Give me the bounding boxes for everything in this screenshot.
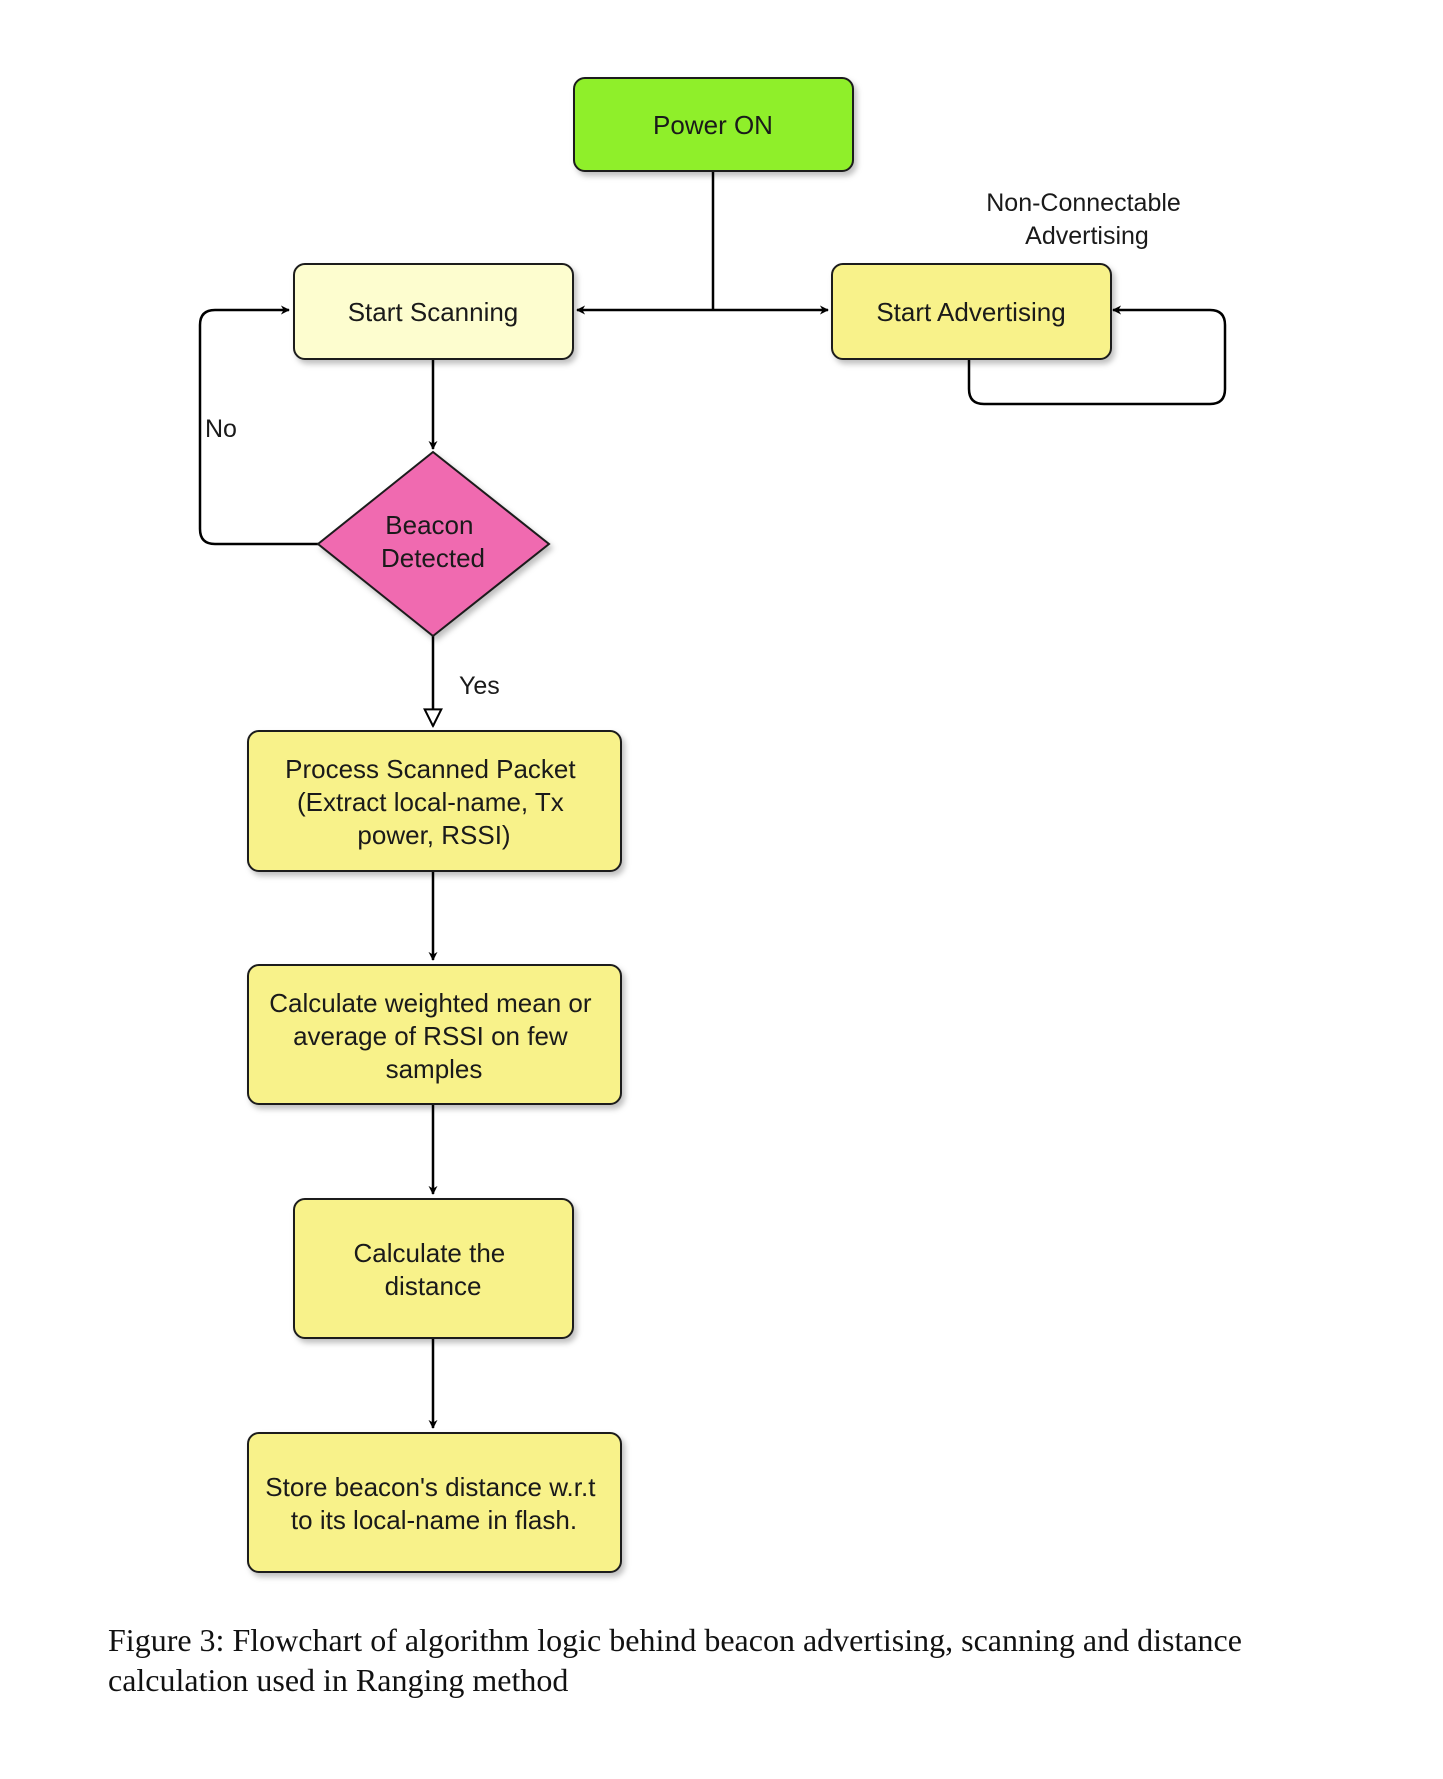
node-calc-mean-shape <box>247 964 622 1105</box>
node-process-packet-line-3: power, RSSI) <box>357 820 510 850</box>
svg-text:Store beacon's distance w.r.t: Store beacon's distance w.r.t to its loc… <box>265 1472 602 1535</box>
edges <box>198 171 1227 1429</box>
edge-beacon-no-loop <box>198 305 318 546</box>
node-calc-distance-line-2: distance <box>385 1271 482 1301</box>
node-start-advertising: Start Advertising <box>831 263 1112 360</box>
node-power-on: Power ON <box>573 77 854 172</box>
node-calc-distance-shape <box>293 1198 574 1339</box>
node-process-packet: Process Scanned Packet (Extract local-na… <box>247 730 622 872</box>
edge-advertising-loop <box>967 305 1227 406</box>
node-calc-distance-line-1: Calculate the <box>354 1238 506 1268</box>
node-calc-mean-line-1: Calculate weighted mean or <box>269 988 592 1018</box>
node-process-packet-shape <box>247 730 622 872</box>
node-calc-distance: Calculate the distance <box>293 1198 574 1339</box>
node-store-distance-line-1: Store beacon's distance w.r.t <box>265 1472 596 1502</box>
node-calc-mean-line-3: samples <box>386 1054 483 1084</box>
label-non-connectable-line-2: Advertising <box>1025 222 1149 250</box>
svg-text:Power ON: Power ON <box>653 110 773 140</box>
node-start-scanning: Start Scanning <box>293 263 574 360</box>
svg-text:Start Scanning: Start Scanning <box>348 297 519 327</box>
node-calc-mean: Calculate weighted mean or average of RS… <box>247 964 622 1105</box>
node-beacon-detected-line-2: Detected <box>381 543 485 573</box>
node-beacon-detected-shape <box>316 450 551 638</box>
label-yes: Yes <box>459 672 500 700</box>
node-beacon-detected-line-1: Beacon <box>385 510 473 540</box>
node-store-distance-shape <box>247 1432 622 1573</box>
node-power-on-line-1: Power ON <box>653 110 773 140</box>
node-start-advertising-shape <box>831 263 1112 360</box>
flowchart: Power ON Start Scanning Start Advertisin… <box>198 77 1227 1573</box>
node-process-packet-line-1: Process Scanned Packet <box>285 754 576 784</box>
node-start-advertising-line-1: Start Advertising <box>876 297 1065 327</box>
node-power-on-shape <box>573 77 854 172</box>
figure-caption: Figure 3: Flowchart of algorithm logic b… <box>108 1622 1242 1698</box>
svg-text:Process Scanned Packet (: Process Scanned Packet (Extract local-na… <box>285 754 583 850</box>
label-non-connectable-line-1: Non-Connectable <box>986 189 1181 217</box>
node-calc-mean-line-2: average of RSSI on few <box>293 1021 568 1051</box>
svg-text:Calculate weighted mean or: Calculate weighted mean or average of RS… <box>269 988 599 1084</box>
node-start-scanning-shape <box>293 263 574 360</box>
label-non-connectable: Non-Connectable Advertising <box>986 189 1188 250</box>
svg-text:Beacon Detected: Beacon Detected <box>381 510 485 573</box>
node-store-distance: Store beacon's distance w.r.t to its loc… <box>247 1432 622 1573</box>
svg-text:Start Advertising: Start Advertising <box>876 297 1065 327</box>
label-no: No <box>205 415 237 443</box>
svg-text:Calculate the distance: Calculate the distance <box>354 1238 513 1301</box>
node-process-packet-line-2: (Extract local-name, Tx <box>297 787 564 817</box>
node-store-distance-line-2: to its local-name in flash. <box>291 1505 577 1535</box>
node-beacon-detected: Beacon Detected <box>316 450 551 638</box>
node-start-scanning-line-1: Start Scanning <box>348 297 519 327</box>
